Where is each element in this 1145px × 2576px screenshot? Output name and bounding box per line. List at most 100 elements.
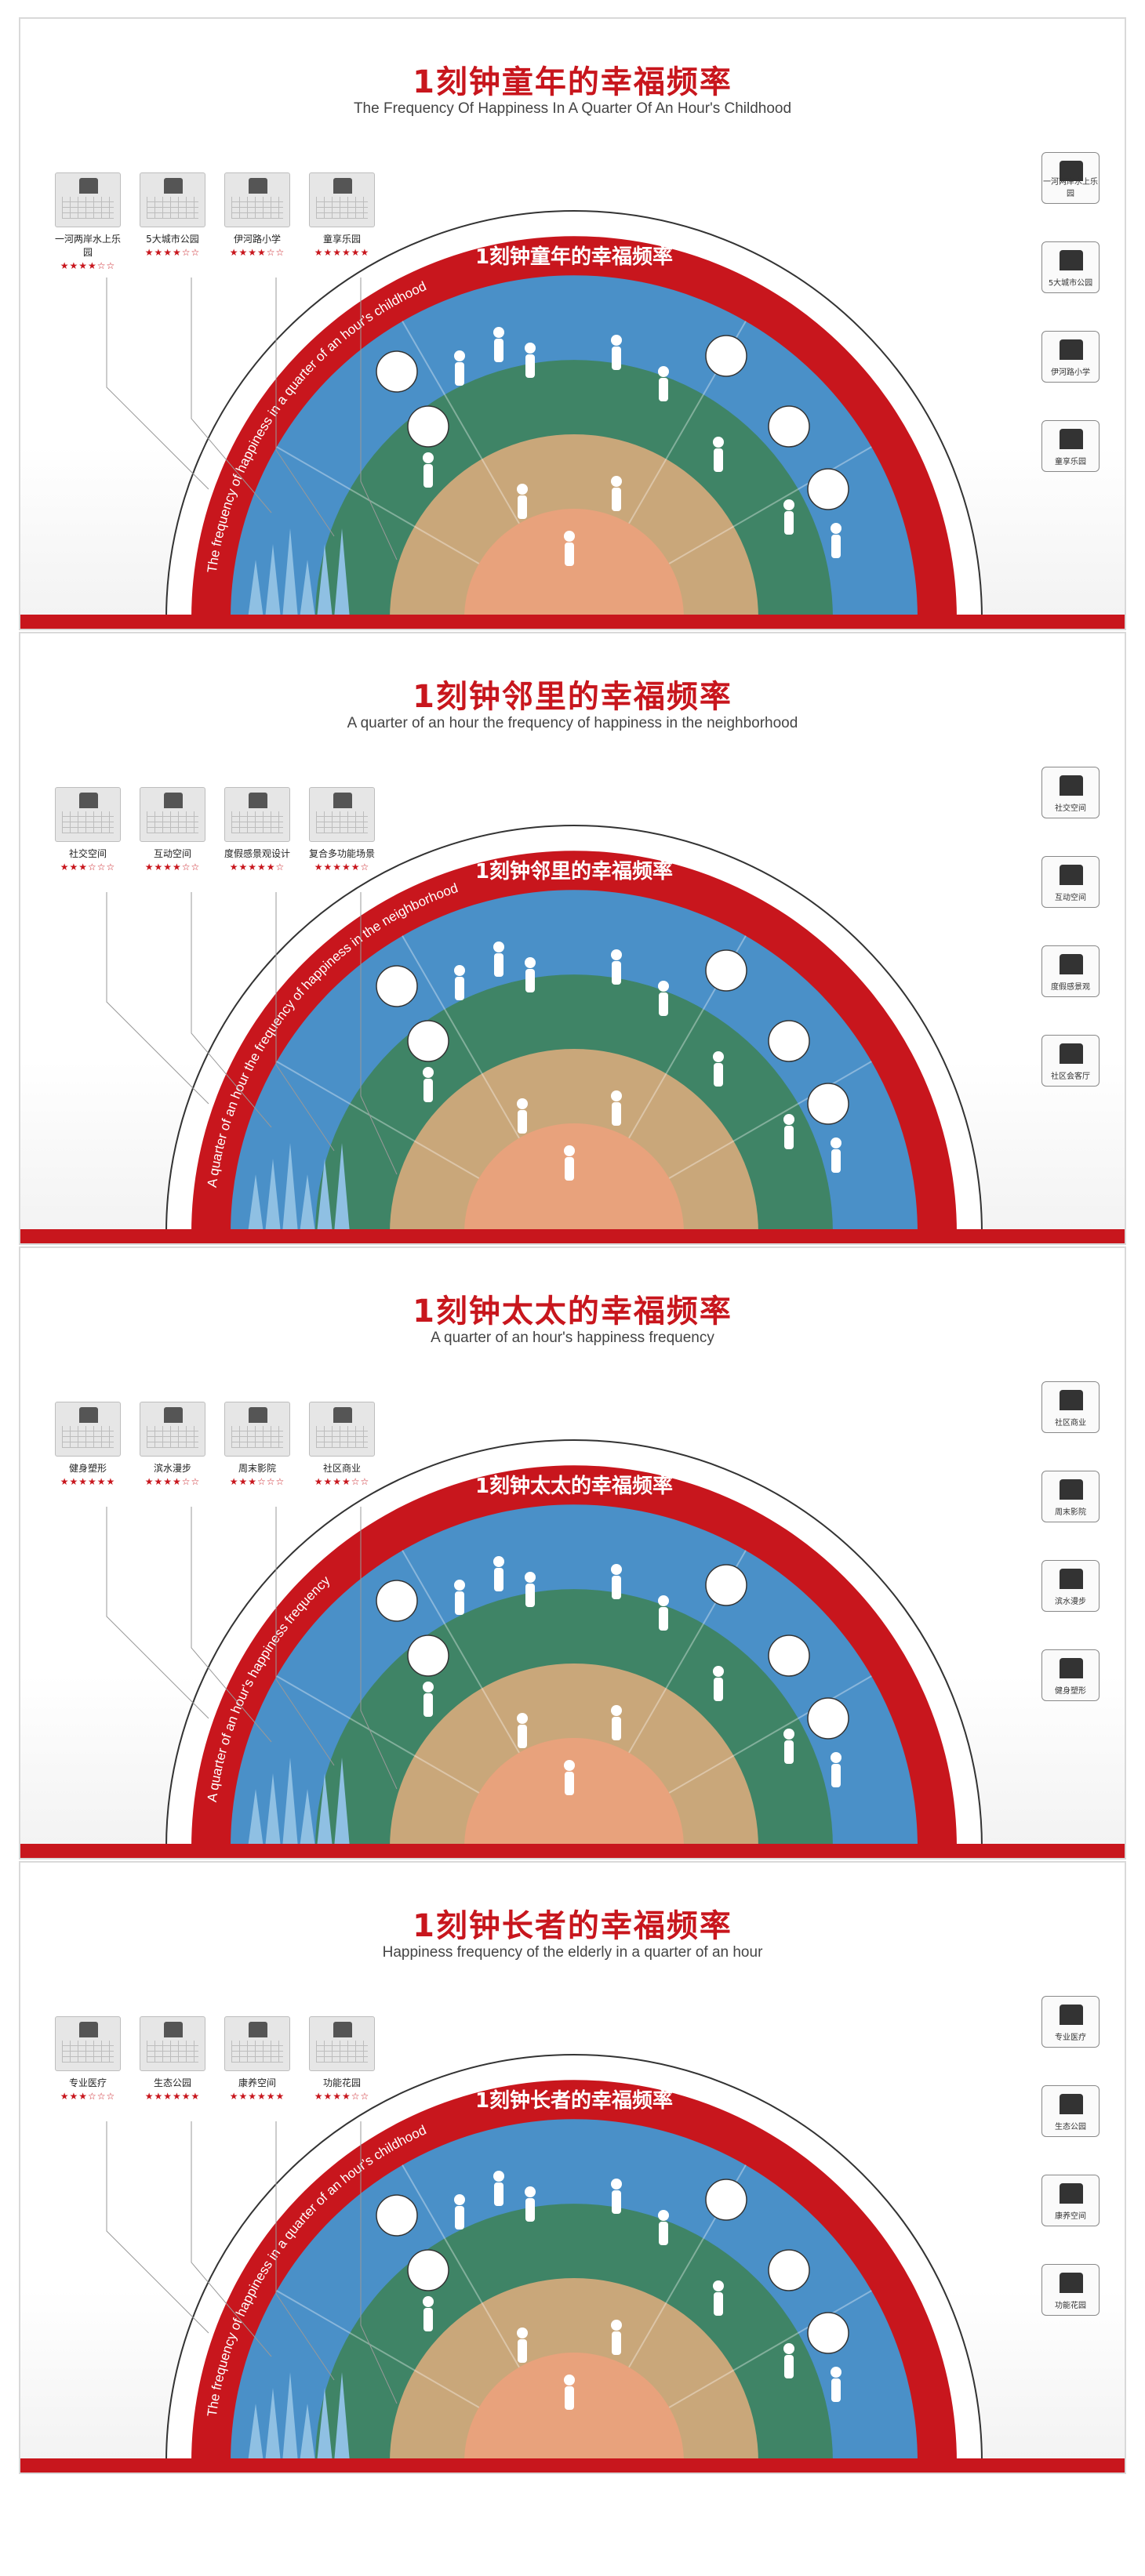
silhouette-figure: [831, 523, 841, 558]
rating-stars: ★★★★★★: [314, 247, 370, 258]
facility-name: 社区商业: [322, 1463, 361, 1474]
silhouette-figure: [454, 965, 465, 1000]
silhouette-figure: [423, 1682, 434, 1717]
silhouette-figure: [564, 1760, 575, 1795]
side-feature: 童享乐园: [1040, 420, 1101, 472]
sky-accent: [300, 1174, 315, 1233]
silhouette-figure: [517, 2327, 528, 2363]
feature-icon: 功能花园: [1041, 2264, 1100, 2316]
connector-line: [191, 2121, 272, 2357]
facility-card: 5大城市公园 ★★★★☆☆: [136, 172, 209, 258]
tree-illustration: [807, 1697, 849, 1740]
board-subtitle: Happiness frequency of the elderly in a …: [382, 1944, 763, 1961]
wellness-icon: [224, 2016, 290, 2071]
sky-accent: [248, 1789, 264, 1848]
facility-name: 周末影院: [238, 1463, 276, 1474]
side-feature: 度假感景观: [1040, 945, 1101, 997]
connector-line: [106, 1507, 209, 1719]
silhouette-figure: [525, 343, 536, 378]
park-icon: [140, 172, 205, 227]
community-icon: [55, 787, 121, 842]
feature-label: 一河两岸水上乐园: [1043, 178, 1098, 198]
facility-name: 健身塑形: [68, 1463, 107, 1474]
sector-divider: [668, 2290, 872, 2408]
rating-stars: ★★★☆☆☆: [229, 1476, 285, 1487]
feature-label: 康养空间: [1055, 2212, 1086, 2221]
side-feature: 功能花园: [1040, 2264, 1101, 2316]
feature-label: 专业医疗: [1055, 2034, 1086, 2042]
feature-icon: 社区会客厅: [1041, 1035, 1100, 1087]
side-feature: 社交空间: [1040, 767, 1101, 818]
facility-name: 伊河路小学: [233, 234, 281, 245]
silhouette-figure: [564, 531, 575, 566]
tree-illustration: [807, 2312, 849, 2354]
silhouette-figure: [517, 1713, 528, 1748]
tree-illustration: [407, 405, 449, 448]
feature-icon: 社区商业: [1041, 1381, 1100, 1433]
facility-card: 社区商业 ★★★★☆☆: [306, 1402, 378, 1487]
silhouette-figure: [517, 484, 528, 519]
tree-illustration: [407, 2249, 449, 2291]
feature-icon: 滨水漫步: [1041, 1560, 1100, 1612]
feature-icon: 健身塑形: [1041, 1649, 1100, 1701]
facility-name: 童享乐园: [322, 234, 361, 245]
feature-label: 功能花园: [1055, 2302, 1086, 2310]
rating-stars: ★★★★★★: [60, 1476, 116, 1487]
silhouette-figure: [454, 2194, 465, 2230]
feature-label: 周末影院: [1055, 1508, 1086, 1517]
feature-label: 5大城市公园: [1048, 279, 1093, 288]
tree-illustration: [768, 405, 810, 448]
silhouette-figure: [713, 1051, 724, 1087]
feature-label: 互动空间: [1055, 894, 1086, 902]
silhouette-figure: [783, 1114, 794, 1149]
feature-label: 生态公园: [1055, 2123, 1086, 2132]
silhouette-figure: [713, 2280, 724, 2316]
landscape-icon: [224, 787, 290, 842]
connector-line: [191, 892, 272, 1128]
tree-illustration: [768, 2249, 810, 2291]
facility-name: 专业医疗: [68, 2077, 107, 2088]
silhouette-figure: [658, 1595, 669, 1631]
sector-divider: [276, 1675, 480, 1794]
facility-card: 功能花园 ★★★★☆☆: [306, 2016, 378, 2102]
sector-divider: [402, 2164, 520, 2368]
facility-card: 周末影院 ★★★☆☆☆: [221, 1402, 293, 1487]
facility-name: 功能花园: [322, 2077, 361, 2088]
silhouette-figure: [564, 1145, 575, 1181]
silhouette-figure: [831, 2367, 841, 2402]
tree-illustration: [407, 1020, 449, 1062]
sky-accent: [300, 2404, 315, 2462]
fitness-icon: [55, 1402, 121, 1457]
rating-stars: ★★★★★☆: [314, 862, 370, 873]
sector-divider: [276, 2290, 480, 2408]
side-feature: 一河两岸水上乐园: [1040, 152, 1101, 204]
silhouette-figure: [713, 1666, 724, 1701]
cinema-icon: [224, 1402, 290, 1457]
sector-divider: [402, 321, 520, 524]
facility-card: 一河两岸水上乐园 ★★★★☆☆: [52, 172, 124, 271]
sector-divider: [402, 1550, 520, 1754]
silhouette-figure: [454, 350, 465, 386]
facility-card: 社交空间 ★★★☆☆☆: [52, 787, 124, 873]
tree-illustration: [376, 965, 418, 1007]
connector-line: [191, 1507, 272, 1743]
tree-illustration: [376, 350, 418, 393]
silhouette-figure: [611, 1564, 622, 1599]
tree-illustration: [807, 468, 849, 510]
silhouette-figure: [658, 366, 669, 401]
facility-name: 一河两岸水上乐园: [54, 234, 121, 258]
sky-accent: [317, 1159, 333, 1233]
tree-illustration: [705, 1564, 747, 1606]
tree-illustration: [407, 1634, 449, 1677]
tree-illustration: [705, 949, 747, 992]
band-title: 1刻钟太太的幸福频率: [475, 1474, 673, 1498]
sky-accent: [282, 2372, 298, 2462]
board-title: 1刻钟邻里的幸福频率: [413, 679, 732, 715]
feature-icon: 5大城市公园: [1041, 241, 1100, 293]
feature-icon: 周末影院: [1041, 1471, 1100, 1522]
garden-icon: [309, 2016, 375, 2071]
sector-divider: [668, 1061, 872, 1179]
